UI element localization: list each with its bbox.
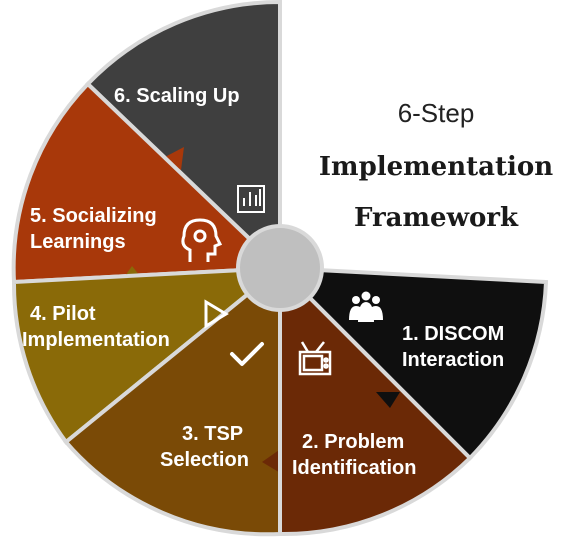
- step-6-label: 6. Scaling Up: [114, 85, 240, 107]
- step-3-label: 3. TSP Selection: [160, 423, 249, 471]
- title-line-1: 6-Step: [398, 98, 475, 128]
- segment-arrow-notch: [163, 147, 184, 170]
- step-1-label: 1. DISCOM Interaction: [402, 323, 510, 371]
- segment-socializing-learnings: [11, 81, 285, 285]
- segment-problem-identification: [278, 263, 473, 537]
- segment-arrow-notch: [376, 392, 400, 408]
- segment-pilot-implementation: [11, 265, 287, 445]
- step-4-label: 4. Pilot Implementation: [22, 303, 170, 351]
- tv-icon: [298, 341, 332, 376]
- segment-tsp-selection: [63, 263, 282, 537]
- title-line-2: Implementation: [319, 152, 553, 182]
- step-5-label: 5. Socializing Learnings: [30, 205, 162, 253]
- play-icon: [204, 299, 229, 329]
- center-hub: [236, 224, 324, 312]
- step-2-label: 2. Problem Identification: [292, 431, 416, 479]
- bar-chart-icon: [237, 185, 265, 213]
- segment-discom-interaction: [274, 265, 549, 461]
- title-line-3: Framework: [354, 203, 519, 233]
- people-group-icon: [349, 291, 383, 322]
- checkmark-icon: [230, 342, 264, 366]
- segment-scaling-up: [84, 0, 282, 273]
- segment-arrow-notch: [262, 448, 282, 474]
- head-idea-icon: [181, 218, 223, 262]
